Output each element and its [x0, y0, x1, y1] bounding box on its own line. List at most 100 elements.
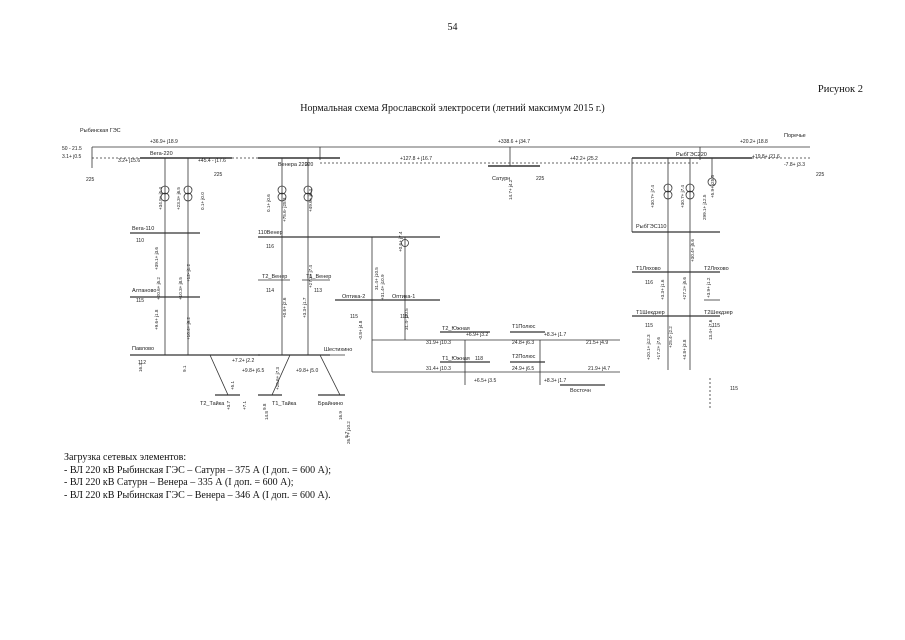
vertical-flow-label: +5.1	[230, 380, 235, 390]
label-rybinsk-ges: Рыбинская ГЭС	[80, 128, 121, 134]
vertical-flow-label: 9.7	[344, 431, 349, 438]
voltage-label: 118	[475, 356, 483, 362]
vertical-flow-label: +26.6+ j7.3	[275, 367, 280, 390]
label-rybges-110: РыбГЭС110	[636, 224, 666, 230]
voltage-label: 225	[536, 176, 545, 182]
label-t1-tayka: Т1_Тайка	[272, 400, 297, 407]
label-pavlovo: Павлово	[132, 346, 154, 352]
vertical-flow-label: 0.1+ j0.6	[266, 194, 271, 212]
note-item: - ВЛ 220 кВ Сатурн – Венера – 335 А (I д…	[64, 477, 294, 488]
label-venera-220: Венера 220	[278, 162, 308, 168]
vertical-flow-label: +20.6+ j5.2	[156, 277, 161, 300]
label-t1-venera: Т1_Венер	[306, 274, 331, 280]
label-t1-shekdzer: Т1Шекдзер	[636, 310, 665, 316]
vertical-flow-label: 14.7+ j4.2	[508, 179, 513, 200]
notes-heading: Загрузка сетевых элементов:	[64, 452, 187, 463]
vertical-flow-label: +49.6+ j6.4	[308, 189, 313, 212]
voltage-label: 112	[138, 360, 146, 366]
flow-label: 24.9+ j6.5	[512, 366, 534, 372]
vertical-flow-label: +5.9+ j25.8	[710, 175, 715, 198]
label-saturn: Сатурн	[492, 176, 510, 182]
flow-label: 50 - 21.5	[62, 146, 82, 152]
label-rybges-220: РыбГЭС220	[676, 152, 707, 158]
vertical-flow-label: +25.4- j2.2	[668, 326, 673, 348]
network-load-notes: Загрузка сетевых элементов: - ВЛ 220 кВ …	[64, 452, 331, 502]
label-vega-220: Вега-220	[150, 151, 173, 157]
label-t1-yuzhnaya: Т1_Южная	[442, 356, 470, 362]
vertical-flow-label: +31.4+ j10.9	[380, 274, 385, 300]
voltage-label: 113	[314, 288, 322, 294]
label-shestikhino: Шестихино	[324, 347, 352, 353]
flow-label: +9.8+ j6.5	[242, 368, 264, 374]
vertical-flow-label: +20.1+ j12.3	[646, 334, 651, 360]
voltage-label: 225	[86, 177, 95, 183]
voltage-label: 115	[712, 323, 720, 329]
voltage-label: 115	[400, 314, 408, 320]
label-poreche: Поречье	[784, 133, 806, 139]
vertical-flow-label: +39.1+ j3.6	[154, 247, 159, 270]
voltage-label: 110	[136, 238, 144, 244]
vertical-flow-label: +4.8+ j3.8	[682, 339, 687, 360]
flow-label: 21.5+ j4.9	[586, 340, 608, 346]
vertical-flow-label: 14.8	[264, 411, 269, 420]
label-brainino: Брайнино	[318, 400, 343, 407]
flow-label: 31.4+ j10.3	[426, 366, 451, 372]
vertical-flow-label: +3.3+ j1.6	[660, 279, 665, 300]
vertical-flow-label: +30.7+ j7.4	[680, 185, 685, 208]
vertical-flow-label: +27.3+ j7.4	[308, 265, 313, 288]
flow-label: +127.8 + j16.7	[400, 156, 432, 162]
flow-label: +8.3+ j1.7	[544, 378, 566, 384]
vertical-flow-label: +75.6- j25.3	[282, 197, 287, 222]
vertical-flow-label: +17.2+ j7.6	[656, 337, 661, 360]
vertical-flow-label: +7.1	[242, 400, 247, 410]
voltage-label: 115	[645, 323, 653, 329]
flow-label: +36.9+ j18.9	[150, 139, 178, 145]
flow-label: +7.2+ j2.2	[232, 358, 254, 364]
voltage-label: 115	[136, 298, 144, 304]
page-number: 54	[447, 22, 458, 33]
vertical-flow-label: -0.8+ j4.8	[358, 320, 363, 340]
vertical-flow-label: +23.3+ j6.5	[176, 187, 181, 210]
label-optika-1: Оптика-1	[392, 294, 415, 300]
flow-label: +9.8+ j5.0	[296, 368, 318, 374]
vertical-flow-label: +27.2+ j5.6	[682, 277, 687, 300]
label-t2-venera: Т2_Венер	[262, 274, 287, 280]
voltage-label: 225	[214, 172, 223, 178]
flow-label: -7.8+ j3.3	[784, 162, 805, 168]
flow-label: 24.8+ j6.3	[512, 340, 534, 346]
vertical-flow-label: 299.1+ j12.5	[702, 194, 707, 220]
label-t2-tayka: Т2_Тайка	[200, 400, 225, 407]
vertical-flow-label: +10.3+ j8.5	[178, 277, 183, 300]
vertical-flow-label: +0.6+ j7.4	[398, 231, 403, 252]
note-item: - ВЛ 220 кВ Рыбинская ГЭС – Венера – 346…	[64, 489, 331, 501]
flow-label: 31.9+ j10.3	[426, 340, 451, 346]
voltage-label: 116	[645, 280, 653, 286]
flow-label: +6.5+ j3.5	[474, 378, 496, 384]
vertical-flow-label: +9.6+ j1.8	[154, 309, 159, 330]
flow-label: +19.8+ j21.6	[752, 154, 780, 160]
vertical-flow-label: 0.1+ j0.0	[200, 192, 205, 210]
voltage-label: 225	[816, 172, 825, 178]
vertical-flow-label: 16.3	[138, 363, 143, 372]
vertical-flow-label: +3.7	[226, 400, 231, 410]
vertical-flow-label: 9.8	[262, 403, 267, 410]
vertical-flow-label: +34.9+ j5.4	[158, 187, 163, 210]
flow-label: +338.6 + j34.7	[498, 139, 530, 145]
vertical-flow-label: +12- j1.2	[186, 264, 191, 282]
flow-label: +45.4 - j17.6	[198, 158, 226, 164]
label-optika-2: Оптика-2	[342, 294, 365, 300]
figure-label: Рисунок 2	[817, 84, 863, 95]
vertical-flow-label: +30.4+ j5.6	[690, 239, 695, 262]
flow-label: +20.2+ j18.8	[740, 139, 768, 145]
flow-label: +6.9+ j3.2	[466, 332, 488, 338]
flow-label: 3.2+ j15.6	[118, 158, 140, 164]
vertical-flow-label: +0.6+ j2.6	[282, 297, 287, 318]
vertical-flow-label: 9.1	[182, 365, 187, 372]
flow-label: +42.2+ j25.2	[570, 156, 598, 162]
vertical-flow-label: +10.4+ j9.2	[186, 317, 191, 340]
vertical-flow-label: +30.7+ j7.4	[650, 185, 655, 208]
label-venera-110: 110Венер	[258, 230, 283, 236]
note-item: - ВЛ 220 кВ Рыбинская ГЭС – Сатурн – 375…	[64, 464, 331, 476]
flow-label: +8.3+ j1.7	[544, 332, 566, 338]
